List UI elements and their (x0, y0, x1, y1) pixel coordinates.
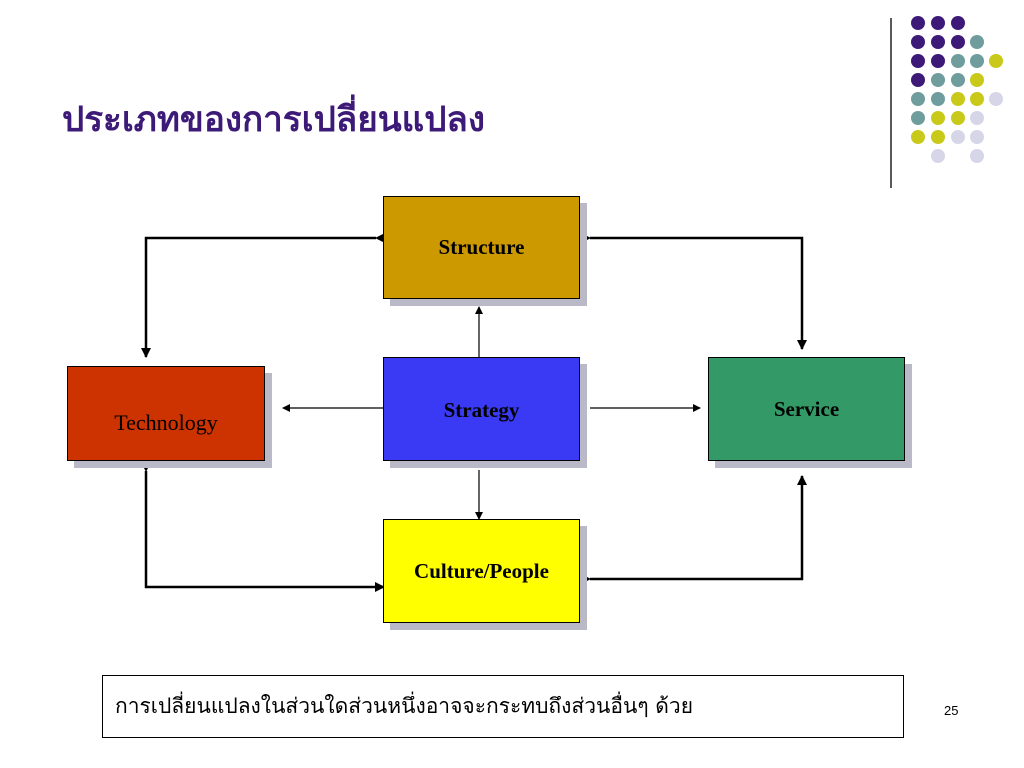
dot (951, 111, 965, 125)
service-label: Service (773, 396, 840, 421)
dot (989, 92, 1003, 106)
dot (911, 54, 925, 68)
arrow-technology-culture (141, 462, 385, 592)
structure-label: Structure (438, 235, 525, 259)
dot (970, 92, 984, 106)
page-number: 25 (944, 703, 959, 718)
dot (911, 130, 925, 144)
dot (911, 73, 925, 87)
dot (970, 35, 984, 49)
dot (931, 149, 945, 163)
dot (911, 92, 925, 106)
dot (931, 35, 945, 49)
dot (951, 16, 965, 30)
dot (931, 130, 945, 144)
dot (911, 111, 925, 125)
arrow-structure-service (581, 233, 807, 350)
caption-text: การเปลี่ยนแปลงในส่วนใดส่วนหนึ่งอาจจะกระท… (115, 694, 694, 718)
dot (911, 35, 925, 49)
arrow-culture-service (581, 475, 807, 584)
dot (951, 73, 965, 87)
arrow-technology-structure (141, 233, 385, 358)
dot (970, 149, 984, 163)
dot (970, 111, 984, 125)
service-box: Service (708, 357, 905, 461)
dot (931, 16, 945, 30)
dot (931, 111, 945, 125)
dot (951, 54, 965, 68)
dot (931, 73, 945, 87)
slide-title: ประเภทของการเปลี่ยนแปลง (62, 99, 485, 140)
dot (989, 54, 1003, 68)
strategy-label: Strategy (443, 398, 520, 422)
dot (970, 130, 984, 144)
caption-box: การเปลี่ยนแปลงในส่วนใดส่วนหนึ่งอาจจะกระท… (102, 675, 904, 738)
culture-people-box: Culture/People (383, 519, 580, 623)
culture-people-label: Culture/People (414, 558, 549, 583)
dot (931, 54, 945, 68)
dot (970, 73, 984, 87)
dot (951, 130, 965, 144)
technology-box: Technology (67, 366, 265, 461)
dot (951, 35, 965, 49)
dot (951, 92, 965, 106)
dot (970, 54, 984, 68)
strategy-box: Strategy (383, 357, 580, 461)
technology-label: Technology (114, 409, 218, 435)
divider-line (890, 18, 892, 188)
structure-box: Structure (383, 196, 580, 299)
dot (911, 16, 925, 30)
dot (931, 92, 945, 106)
